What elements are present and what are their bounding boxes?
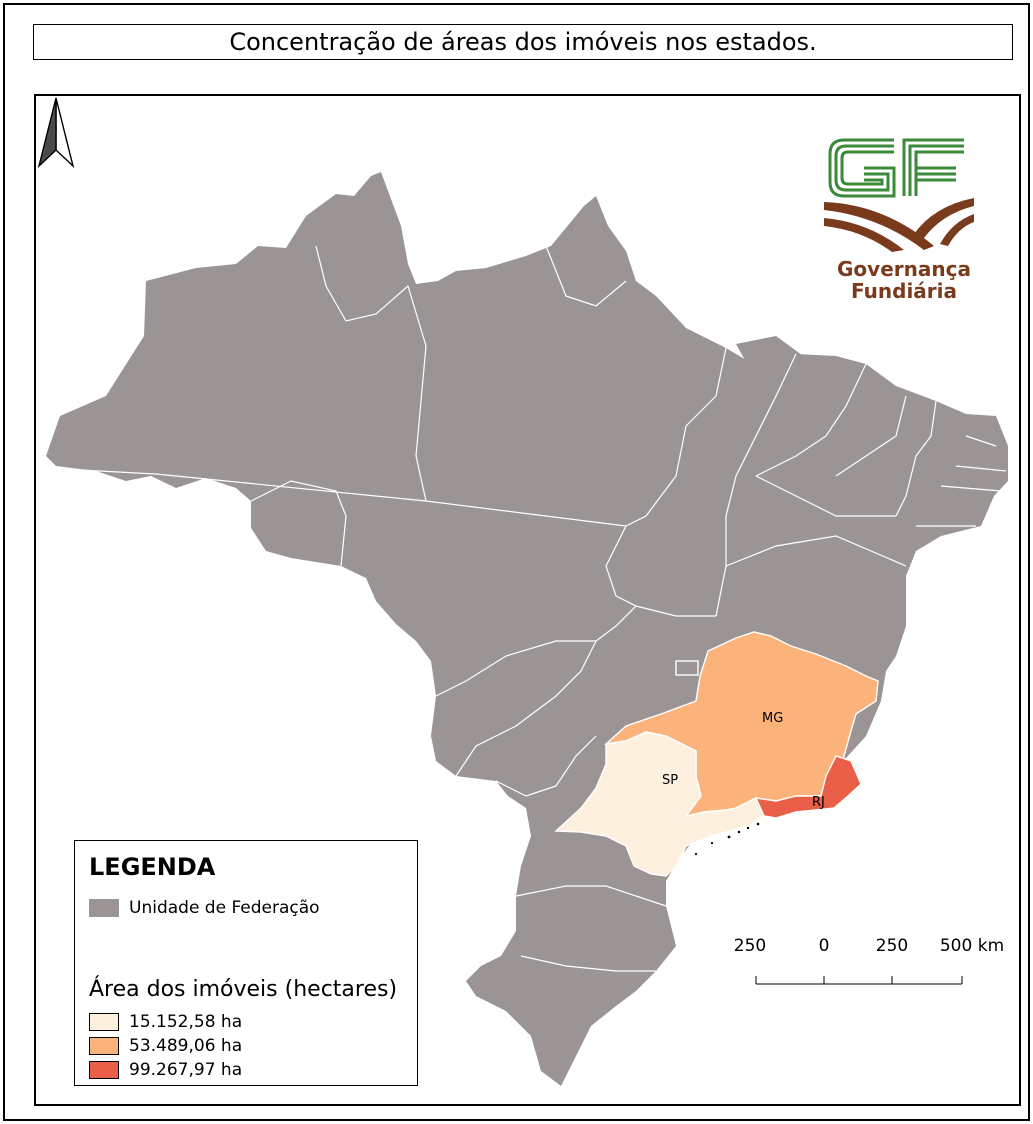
legend-item-class-3: 99.267,97 ha [89, 1059, 242, 1081]
marajo-island [736, 336, 806, 366]
legend-item-class-2: 53.489,06 ha [89, 1035, 242, 1057]
brazil-map: MG SP RJ [41, 172, 1008, 1086]
state-borders [41, 245, 1007, 972]
legend-item-unidade: Unidade de Federação [89, 897, 320, 919]
label-rj: RJ [812, 795, 825, 810]
scale-label-4: 500 km [939, 936, 1005, 956]
scale-label-3: 250 [875, 936, 909, 956]
legend-label-unidade: Unidade de Federação [129, 898, 320, 918]
legend-swatch-class-1 [89, 1013, 119, 1031]
map-panel: MG SP RJ [34, 94, 1021, 1106]
legend-swatch-unidade [89, 899, 119, 917]
logo-gf-icon [824, 138, 974, 252]
brazil-territory [46, 172, 1008, 1086]
legend-swatch-class-2 [89, 1037, 119, 1055]
legend-item-class-1: 15.152,58 ha [89, 1011, 242, 1033]
legend-label-class-2: 53.489,06 ha [129, 1036, 243, 1056]
label-mg: MG [762, 711, 783, 726]
map-title: Concentração de áreas dos imóveis nos es… [33, 24, 1013, 60]
state-sp [554, 731, 765, 877]
legend-subtitle: Área dos imóveis (hectares) [89, 977, 398, 1002]
state-rj [754, 755, 862, 819]
north-arrow-icon [37, 97, 75, 168]
logo: Governança Fundiária [824, 134, 984, 314]
legend-title: LEGENDA [89, 853, 216, 881]
scale-label-1: 250 [733, 936, 767, 956]
legend: LEGENDA Unidade de Federação Área dos im… [74, 840, 418, 1086]
legend-swatch-class-3 [89, 1061, 119, 1079]
logo-text-line2: Fundiária [850, 279, 958, 303]
legend-label-class-3: 99.267,97 ha [129, 1060, 243, 1080]
coastal-islands [694, 822, 760, 856]
label-sp: SP [662, 773, 678, 788]
distrito-federal [675, 660, 699, 676]
logo-text-line1: Governança [837, 257, 971, 281]
legend-label-class-1: 15.152,58 ha [129, 1012, 243, 1032]
scale-label-2: 0 [818, 936, 830, 956]
scale-bar-line [755, 976, 963, 985]
scale-bar: 250 0 250 500 km [734, 936, 1016, 996]
